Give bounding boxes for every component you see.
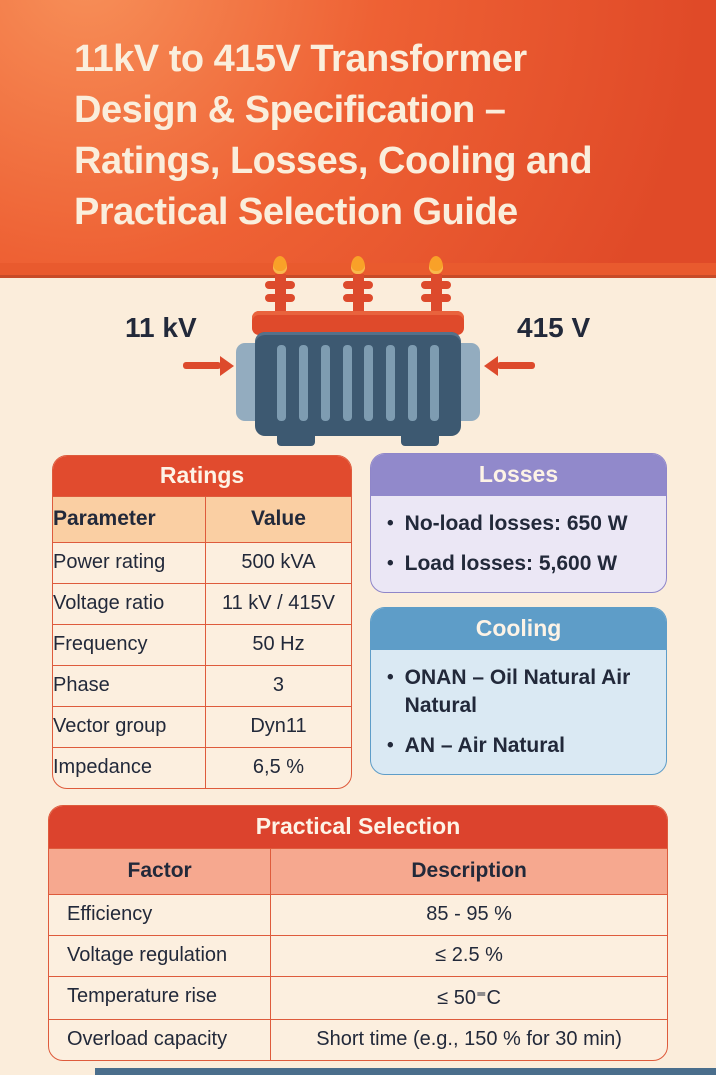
table-row: Voltage ratio 11 kV / 415V [53,583,351,624]
row-label: Temperature rise [67,985,218,1007]
bullet-icon: • [387,553,394,574]
losses-item-text: No-load losses: 650 W [404,512,628,535]
left-arrow-icon [484,355,535,376]
bullet-icon: • [387,667,394,688]
table-row: Efficiency 85 - 95 % [49,894,667,935]
transformer-diagram: 11 kV 415 V [0,250,716,446]
row-value: 85 - 95 % [270,895,667,935]
table-row: Voltage regulation ≤ 2.5 % [49,935,667,976]
transformer-illustration [236,256,480,446]
page-title: 11kV to 415V Transformer Design & Specif… [0,0,716,238]
page-title-line-4: Practical Selection Guide [74,191,518,233]
bushing-icon [265,256,295,313]
bullet-icon: • [387,513,394,534]
flame-icon [351,256,365,274]
table-row: Phase 3 [53,665,351,706]
bullet-icon: • [387,735,394,756]
footer-strip [95,1068,716,1075]
table-row: Overload capacity Short time (e.g., 150 … [49,1019,667,1060]
practical-header-row: Factor Description [49,848,667,894]
list-item: • Load losses: 5,600 W [387,550,652,578]
row-label: Vector group [53,715,167,737]
row-label: Voltage ratio [53,592,165,614]
column-header-value: Value [204,497,351,542]
column-header-parameter: Parameter [53,507,156,530]
table-row: Frequency 50 Hz [53,624,351,665]
transformer-tank [236,332,480,436]
list-item: • AN – Air Natural [387,732,637,760]
table-row: Power rating 500 kVA [53,542,351,583]
table-row: Impedance 6,5 % [53,747,351,788]
flame-icon [273,256,287,274]
cooling-item-text: AN – Air Natural [404,734,565,757]
flame-icon [429,256,443,274]
ratings-card: Ratings Parameter Value Power rating 500… [52,455,352,789]
practical-selection-title: Practical Selection [49,806,667,848]
cooling-item-text: ONAN – Oil Natural Air Natural [404,666,631,717]
row-value: 500 kVA [204,543,351,583]
transformer-body [255,332,461,436]
losses-list: • No-load losses: 650 W • Load losses: 5… [371,496,666,592]
cooling-list: • ONAN – Oil Natural Air Natural • AN – … [371,650,666,774]
losses-title: Losses [371,454,666,496]
row-value: ≤ 50⁼C [270,977,667,1019]
ratings-header-row: Parameter Value [53,496,351,542]
row-label: Voltage regulation [67,944,228,966]
column-header-description: Description [270,849,667,894]
ratings-title: Ratings [53,456,351,496]
row-value: Dyn11 [204,707,351,747]
row-value: 6,5 % [204,748,351,788]
row-label: Phase [53,674,110,696]
row-label: Efficiency [67,903,153,925]
row-value: 50 Hz [204,625,351,665]
losses-item-text: Load losses: 5,600 W [404,552,618,575]
transformer-feet [277,435,439,446]
row-value: 11 kV / 415V [204,584,351,624]
output-voltage-label: 415 V [517,312,591,343]
bushings [265,256,451,313]
page-title-line-2: Design & Specification – [74,89,506,131]
table-row: Temperature rise ≤ 50⁼C [49,976,667,1019]
practical-selection-card: Practical Selection Factor Description E… [48,805,668,1061]
cooling-fins [277,345,439,421]
cooling-card: Cooling • ONAN – Oil Natural Air Natural… [370,607,667,775]
page-title-line-3: Ratings, Losses, Cooling and [74,140,593,182]
bushing-icon [343,256,373,313]
row-value: Short time (e.g., 150 % for 30 min) [270,1020,667,1060]
row-label: Power rating [53,551,166,573]
losses-card: Losses • No-load losses: 650 W • Load lo… [370,453,667,593]
cooling-title: Cooling [371,608,666,650]
header-banner: 11kV to 415V Transformer Design & Specif… [0,0,716,278]
column-header-factor: Factor [127,859,192,882]
bushing-icon [421,256,451,313]
row-label: Overload capacity [67,1028,228,1050]
row-value: 3 [204,666,351,706]
list-item: • ONAN – Oil Natural Air Natural [387,664,637,720]
input-voltage-label: 11 kV [125,312,197,343]
list-item: • No-load losses: 650 W [387,510,652,538]
table-row: Vector group Dyn11 [53,706,351,747]
right-arrow-icon [183,355,234,376]
row-value: ≤ 2.5 % [270,936,667,976]
row-label: Frequency [53,633,148,655]
row-label: Impedance [53,756,152,778]
page-title-line-1: 11kV to 415V Transformer [74,38,527,80]
transformer-top-cap [252,311,464,335]
